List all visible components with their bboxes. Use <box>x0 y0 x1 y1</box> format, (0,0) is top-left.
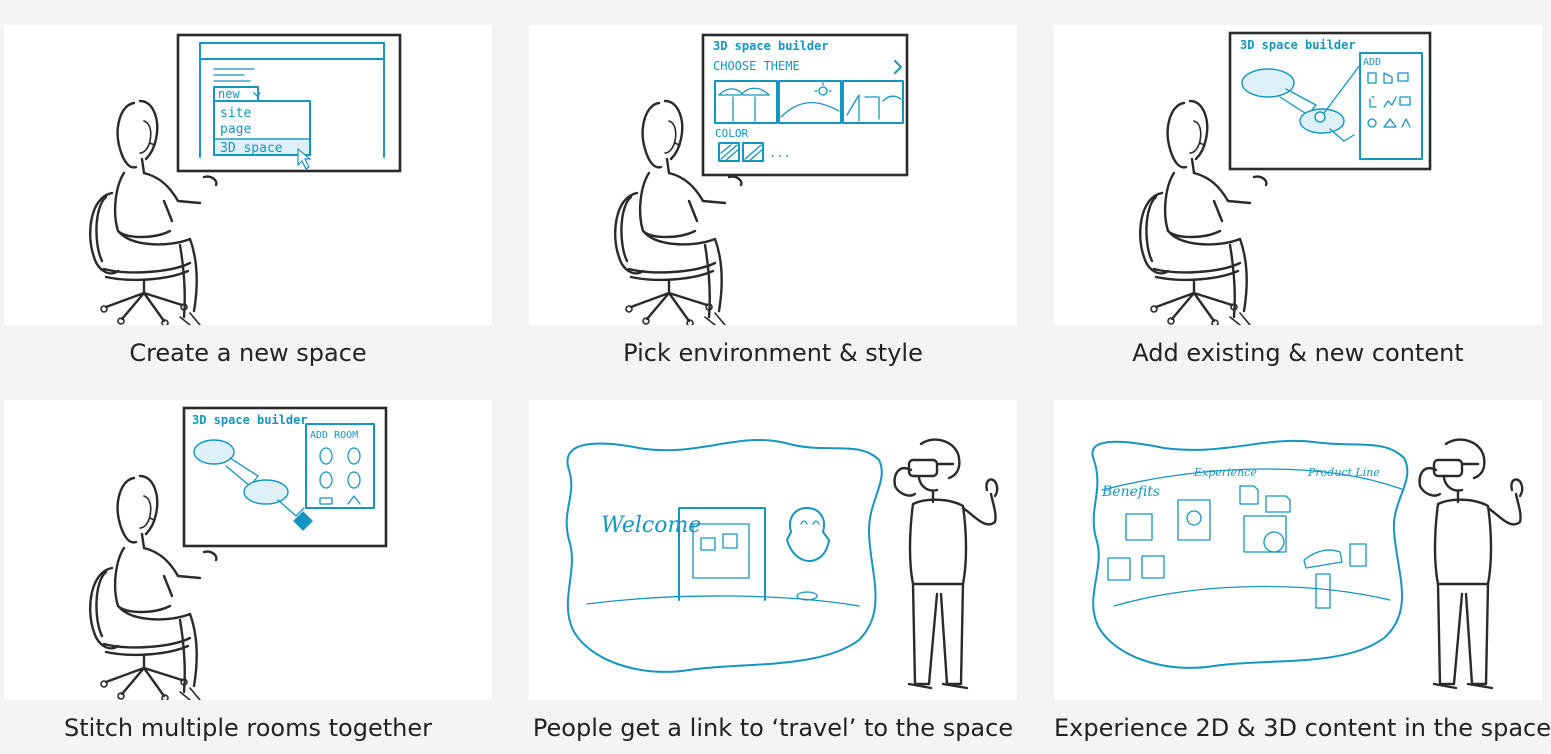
menu-3d-space: 3D space <box>220 141 283 156</box>
illustration-stitch-rooms: 3D space builder ADD ROOM <box>4 400 492 700</box>
caption-pick-environment: Pick environment & style <box>623 339 923 367</box>
add-room-label: ADD ROOM <box>310 430 358 441</box>
label-experience: Experience <box>1193 466 1257 479</box>
builder-title: 3D space builder <box>713 39 829 53</box>
illustration-experience-content: Benefits Experience Product Line <box>1054 400 1542 700</box>
menu-new: new <box>218 87 240 101</box>
illustration-create-space: new site page 3D space <box>4 25 492 325</box>
caption-add-content: Add existing & new content <box>1132 339 1464 367</box>
choose-theme: CHOOSE THEME <box>713 59 800 73</box>
add-label: ADD <box>1363 57 1381 68</box>
more-colors: ... <box>769 146 791 160</box>
illustration-pick-environment: 3D space builder CHOOSE THEME COLOR ... <box>529 25 1017 325</box>
label-product-line: Product Line <box>1307 466 1380 479</box>
welcome-text: Welcome <box>601 513 701 538</box>
panel-add-content: 3D space builder ADD Add existing & new … <box>1054 25 1542 367</box>
illustration-add-content: 3D space builder ADD <box>1054 25 1542 325</box>
builder-title-4: 3D space builder <box>192 413 308 427</box>
caption-stitch-rooms: Stitch multiple rooms together <box>64 714 432 742</box>
caption-experience-content: Experience 2D & 3D content in the space <box>1054 714 1551 742</box>
color-label: COLOR <box>715 127 748 140</box>
panel-stitch-rooms: 3D space builder ADD ROOM Stitch multipl… <box>4 400 492 742</box>
caption-travel-link: People get a link to ‘travel’ to the spa… <box>532 714 1014 742</box>
illustration-travel-link: Welcome <box>529 400 1017 700</box>
label-benefits: Benefits <box>1101 484 1160 500</box>
panel-travel-link: Welcome People get a link to ‘travel’ to… <box>529 400 1017 742</box>
builder-title-3: 3D space builder <box>1240 38 1356 52</box>
panel-experience-content: Benefits Experience Product Line Experie… <box>1054 400 1551 742</box>
menu-site: site <box>220 106 251 121</box>
next-arrow-icon <box>894 60 902 74</box>
menu-page: page <box>220 122 251 137</box>
cursor-icon <box>297 147 312 170</box>
panel-pick-environment: 3D space builder CHOOSE THEME COLOR ... … <box>529 25 1017 367</box>
caption-create-space: Create a new space <box>129 339 367 367</box>
panel-create-space: new site page 3D space Create a new spac… <box>4 25 492 367</box>
